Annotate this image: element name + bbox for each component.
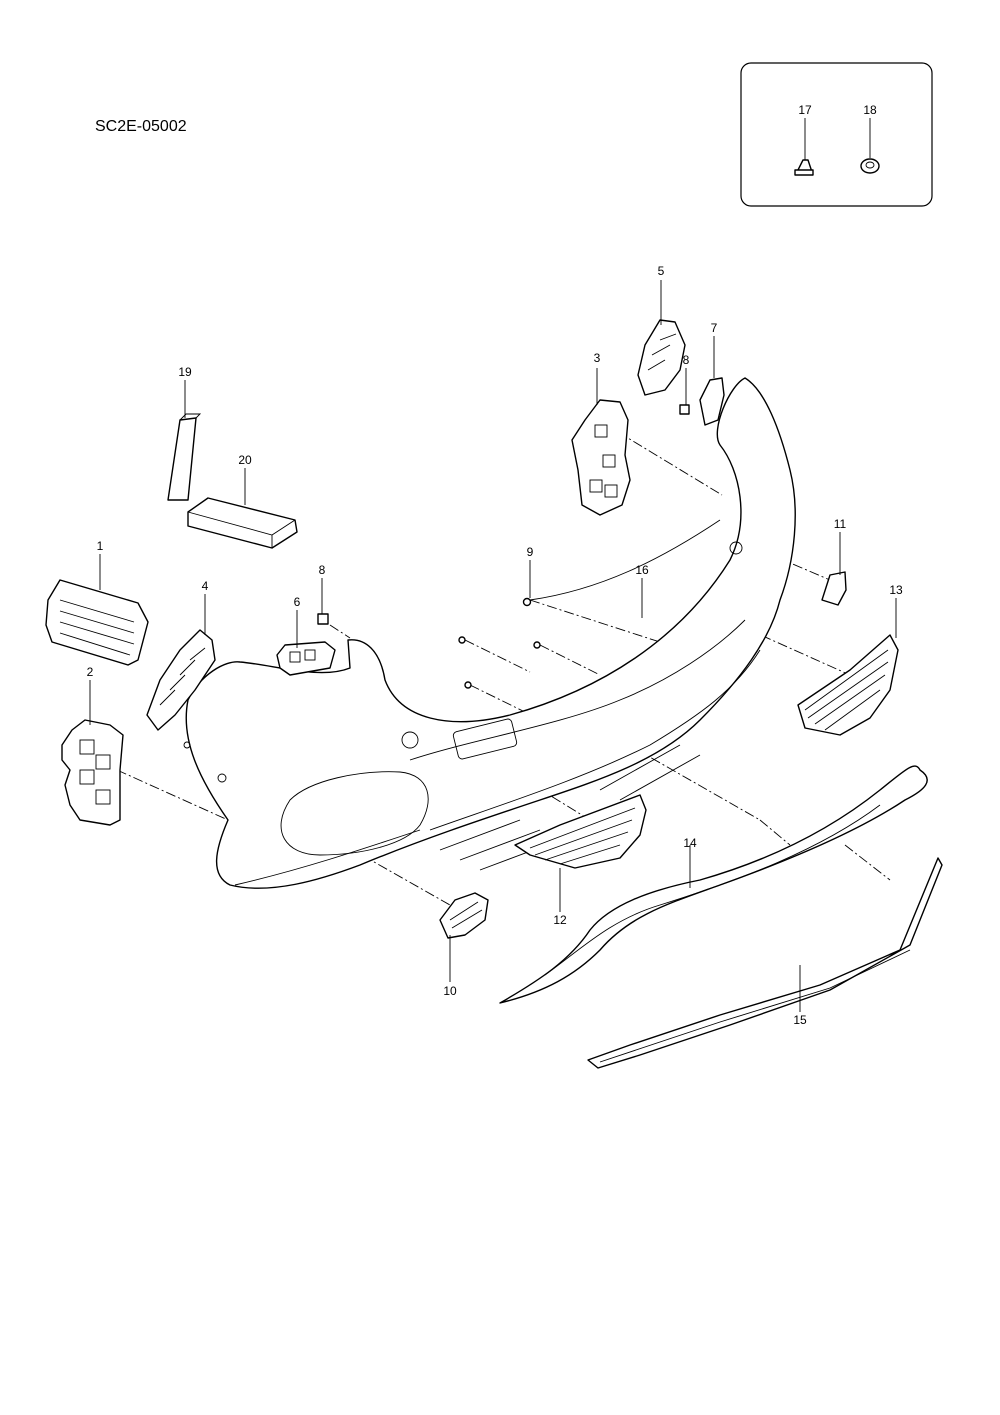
lower-spoiler-14 bbox=[499, 765, 928, 1004]
callout-8a: 8 bbox=[319, 563, 326, 577]
diagram-code: SC2E-05002 bbox=[95, 118, 187, 135]
bracket-11 bbox=[821, 571, 847, 606]
clip-8a-icon bbox=[317, 613, 329, 625]
clip-8b-icon bbox=[679, 404, 690, 415]
callout-15: 15 bbox=[793, 1013, 807, 1027]
lower-trim-15 bbox=[587, 857, 943, 1069]
grille-insert-13 bbox=[797, 634, 899, 736]
callout-17: 17 bbox=[798, 103, 812, 117]
callout-3: 3 bbox=[594, 351, 601, 365]
clip-17-icon bbox=[794, 159, 814, 176]
callout-20: 20 bbox=[238, 453, 252, 467]
grille-insert-12 bbox=[514, 794, 647, 869]
callout-2: 2 bbox=[87, 665, 94, 679]
bracket-2 bbox=[61, 719, 124, 826]
callout-8b: 8 bbox=[683, 353, 690, 367]
callout-4: 4 bbox=[202, 579, 209, 593]
screws-9 bbox=[458, 597, 541, 689]
bracket-7 bbox=[699, 377, 725, 426]
callout-6: 6 bbox=[294, 595, 301, 609]
side-grille-1 bbox=[45, 579, 149, 666]
lamp-cover-10 bbox=[439, 892, 489, 939]
bracket-5 bbox=[637, 319, 686, 396]
callout-7: 7 bbox=[711, 321, 718, 335]
callout-14: 14 bbox=[683, 836, 697, 850]
callout-labels: 17 18 1 2 3 4 5 6 7 8 8 9 10 11 12 13 14… bbox=[87, 103, 903, 1027]
bracket-6 bbox=[276, 641, 336, 676]
grommet-18-icon bbox=[860, 158, 880, 174]
callout-9: 9 bbox=[527, 545, 534, 559]
bumper-fascia-16 bbox=[183, 377, 796, 889]
callout-19: 19 bbox=[178, 365, 192, 379]
bracket-3 bbox=[571, 399, 631, 516]
inset-box bbox=[740, 62, 933, 207]
callout-11: 11 bbox=[834, 517, 847, 531]
callout-16: 16 bbox=[635, 563, 649, 577]
foam-block-19 bbox=[167, 413, 202, 501]
bracket-4 bbox=[146, 629, 216, 731]
callout-5: 5 bbox=[658, 264, 665, 278]
callout-10: 10 bbox=[443, 984, 457, 998]
leader-lines bbox=[89, 118, 897, 1012]
callout-12: 12 bbox=[553, 913, 567, 927]
callout-18: 18 bbox=[863, 103, 877, 117]
callout-13: 13 bbox=[889, 583, 903, 597]
callout-1: 1 bbox=[97, 539, 104, 553]
foam-pad-20 bbox=[187, 497, 298, 549]
